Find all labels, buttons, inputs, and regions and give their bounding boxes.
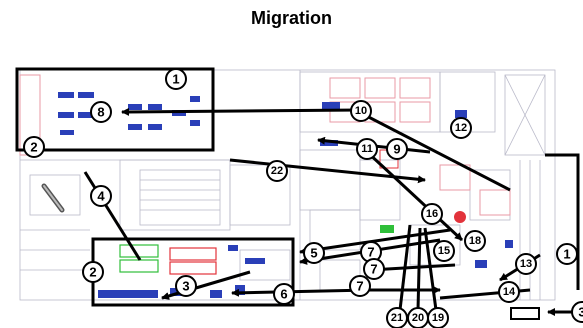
migration-arrows bbox=[83, 107, 578, 316]
svg-text:19: 19 bbox=[432, 312, 444, 324]
svg-text:2: 2 bbox=[89, 265, 96, 280]
svg-text:3: 3 bbox=[182, 279, 189, 294]
marker-2-left: 2 bbox=[23, 136, 45, 158]
marker-11: 11 bbox=[356, 138, 378, 160]
marker-7-c: 7 bbox=[349, 275, 371, 297]
marker-3-lower: 3 bbox=[175, 275, 197, 297]
marker-16: 16 bbox=[421, 203, 443, 225]
svg-text:15: 15 bbox=[438, 245, 450, 257]
svg-text:8: 8 bbox=[97, 105, 104, 120]
svg-text:22: 22 bbox=[271, 165, 283, 177]
svg-text:5: 5 bbox=[310, 246, 317, 261]
svg-text:7: 7 bbox=[356, 279, 363, 294]
plan-stick bbox=[41, 183, 65, 213]
svg-text:13: 13 bbox=[520, 258, 532, 270]
svg-text:16: 16 bbox=[426, 208, 438, 220]
marker-2-lower: 2 bbox=[82, 261, 104, 283]
svg-text:12: 12 bbox=[455, 122, 467, 134]
svg-text:20: 20 bbox=[412, 312, 424, 324]
marker-22: 22 bbox=[266, 160, 288, 182]
marker-1-top: 1 bbox=[165, 68, 187, 90]
marker-14: 14 bbox=[498, 281, 520, 303]
svg-text:1: 1 bbox=[563, 247, 570, 262]
marker-6: 6 bbox=[273, 283, 295, 305]
marker-20: 20 bbox=[407, 307, 429, 328]
svg-text:4: 4 bbox=[97, 189, 105, 204]
svg-text:1: 1 bbox=[172, 72, 179, 87]
svg-text:7: 7 bbox=[370, 262, 377, 277]
bottom-right-box bbox=[510, 307, 540, 320]
marker-12: 12 bbox=[450, 117, 472, 139]
marker-21: 21 bbox=[386, 307, 408, 328]
svg-text:6: 6 bbox=[280, 287, 287, 302]
svg-text:3: 3 bbox=[578, 305, 583, 320]
marker-7-b: 7 bbox=[363, 258, 385, 280]
svg-text:10: 10 bbox=[355, 105, 367, 117]
marker-8: 8 bbox=[90, 101, 112, 123]
svg-text:14: 14 bbox=[503, 286, 516, 298]
floor-plan-background bbox=[19, 69, 556, 301]
numbered-markers: 1 2 8 10 12 9 11 22 4 16 18 bbox=[23, 68, 583, 328]
svg-text:11: 11 bbox=[361, 143, 373, 155]
marker-19: 19 bbox=[427, 307, 449, 328]
marker-4: 4 bbox=[90, 185, 112, 207]
upper-left-frame bbox=[15, 67, 215, 152]
svg-text:18: 18 bbox=[469, 235, 481, 247]
marker-13: 13 bbox=[515, 253, 537, 275]
svg-text:7: 7 bbox=[367, 245, 374, 260]
svg-text:2: 2 bbox=[30, 140, 37, 155]
marker-18: 18 bbox=[464, 230, 486, 252]
right-bracket-frame bbox=[545, 153, 580, 290]
marker-10: 10 bbox=[350, 100, 372, 122]
marker-5: 5 bbox=[303, 242, 325, 264]
marker-1-right: 1 bbox=[556, 243, 578, 265]
marker-3-right: 3 bbox=[571, 301, 583, 323]
svg-text:9: 9 bbox=[393, 142, 400, 157]
marker-15: 15 bbox=[433, 240, 455, 262]
marker-9: 9 bbox=[386, 138, 408, 160]
diagram-title: Migration bbox=[251, 8, 332, 28]
svg-text:21: 21 bbox=[391, 312, 403, 324]
